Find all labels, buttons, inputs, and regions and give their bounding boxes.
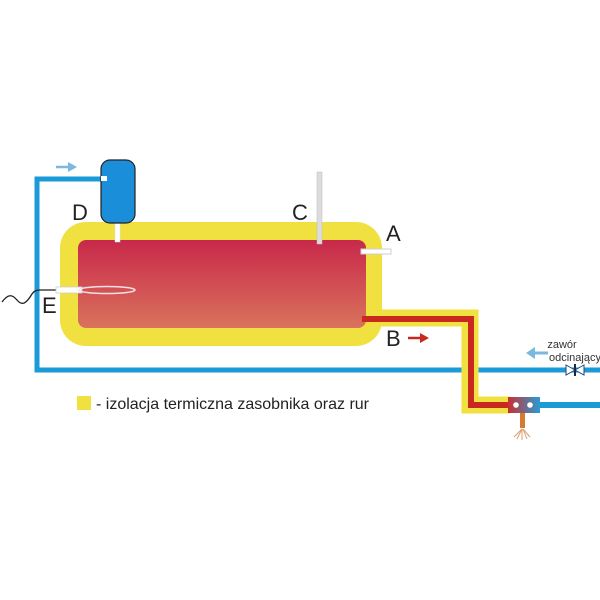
expansion-vessel-d — [100, 159, 136, 224]
label-e: E — [42, 293, 57, 318]
storage-tank — [78, 240, 366, 328]
hot-water-pipe — [362, 316, 510, 408]
legend-text: - izolacja termiczna zasobnika oraz rur — [96, 396, 370, 413]
label-d: D — [72, 200, 88, 225]
mixer-tap[interactable] — [508, 397, 540, 440]
valve-label-line1: zawór — [547, 339, 577, 351]
legend-swatch-insulation — [77, 396, 91, 410]
cold-water-pipe — [34, 176, 600, 373]
shutoff-valve-icon[interactable] — [565, 364, 585, 376]
connector-d — [114, 221, 121, 243]
label-a: A — [386, 221, 401, 246]
connector-a — [360, 248, 392, 255]
cold-flow-arrow-icon — [526, 347, 548, 359]
sensor-rod-c — [316, 171, 323, 245]
label-b: B — [386, 326, 401, 351]
hot-outlet-arrow-icon — [408, 333, 429, 343]
electric-heater-e — [1, 285, 136, 305]
label-c: C — [292, 200, 308, 225]
vessel-inlet — [101, 176, 107, 181]
cold-inlet-arrow-icon — [56, 162, 77, 172]
pipe-insulation — [360, 309, 510, 414]
valve-label-line2: odcinający — [549, 352, 600, 364]
